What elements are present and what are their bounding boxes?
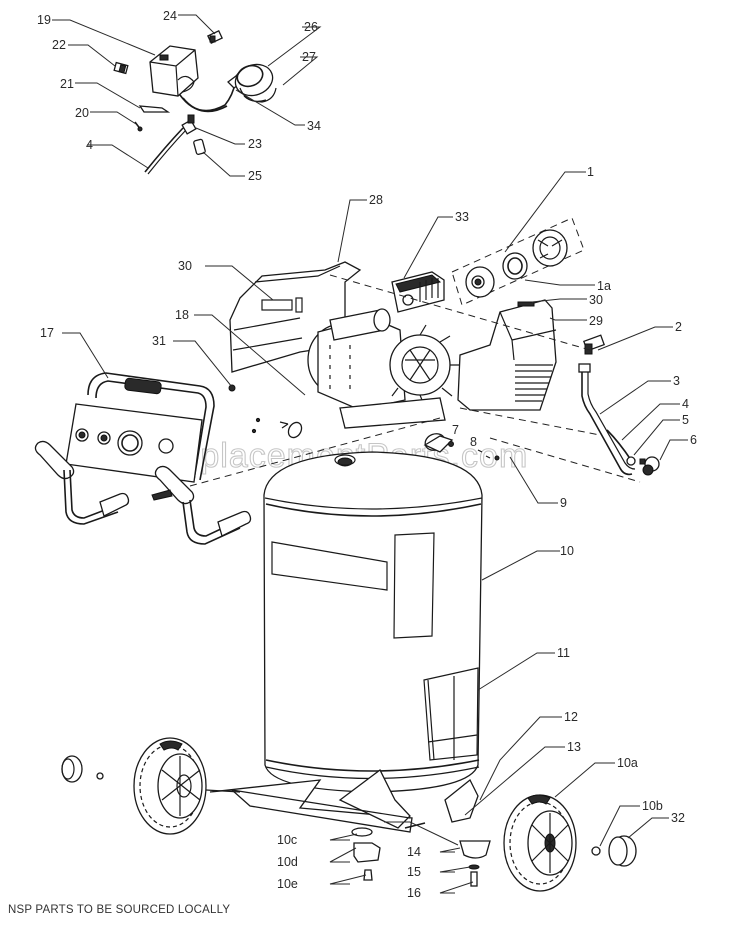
callout-12[interactable]: 12 bbox=[564, 710, 578, 724]
callout-5[interactable]: 5 bbox=[682, 413, 689, 427]
callout-10b[interactable]: 10b bbox=[642, 799, 663, 813]
pump-motor[interactable] bbox=[307, 271, 462, 429]
callout-4-right[interactable]: 4 bbox=[682, 397, 689, 411]
wheel-right[interactable] bbox=[503, 794, 577, 892]
callout-9[interactable]: 9 bbox=[560, 496, 567, 510]
callout-3[interactable]: 3 bbox=[673, 374, 680, 388]
callout-31[interactable]: 31 bbox=[152, 334, 166, 348]
washer-15 bbox=[468, 864, 480, 870]
drain-valve-10d[interactable] bbox=[353, 842, 381, 863]
nut-31 bbox=[228, 384, 236, 392]
callout-11[interactable]: 11 bbox=[557, 646, 570, 660]
callout-labels: 19 24 26 22 27 21 20 34 23 4 25 1 28 33 … bbox=[37, 9, 697, 900]
callout-19[interactable]: 19 bbox=[37, 13, 51, 27]
relief-valve bbox=[138, 105, 171, 113]
callout-13[interactable]: 13 bbox=[567, 740, 581, 754]
callout-17[interactable]: 17 bbox=[40, 326, 54, 340]
callout-10e[interactable]: 10e bbox=[277, 877, 298, 891]
air-filter[interactable] bbox=[231, 59, 277, 103]
callout-30-left[interactable]: 30 bbox=[178, 259, 192, 273]
footnote: NSP PARTS TO BE SOURCED LOCALLY bbox=[8, 904, 231, 916]
callout-29[interactable]: 29 bbox=[589, 314, 603, 328]
callout-32[interactable]: 32 bbox=[671, 811, 685, 825]
callout-1[interactable]: 1 bbox=[587, 165, 594, 179]
callout-15[interactable]: 15 bbox=[407, 865, 421, 879]
callout-20[interactable]: 20 bbox=[75, 106, 89, 120]
callout-24[interactable]: 24 bbox=[163, 9, 177, 23]
bolt-16 bbox=[470, 871, 478, 887]
leaders-top-left bbox=[52, 14, 322, 177]
leaders-main bbox=[62, 171, 688, 894]
callout-25[interactable]: 25 bbox=[248, 169, 262, 183]
wheel-left[interactable] bbox=[133, 737, 207, 835]
callout-30-right[interactable]: 30 bbox=[589, 293, 603, 307]
callout-21[interactable]: 21 bbox=[60, 77, 74, 91]
check-valve[interactable] bbox=[639, 456, 660, 476]
fitting-24 bbox=[207, 29, 223, 45]
rubber-foot-14 bbox=[459, 840, 491, 859]
callout-2[interactable]: 2 bbox=[675, 320, 682, 334]
callout-27[interactable]: 27 bbox=[302, 50, 316, 64]
tank[interactable] bbox=[263, 451, 483, 793]
callout-23[interactable]: 23 bbox=[248, 137, 262, 151]
callout-14[interactable]: 14 bbox=[407, 845, 421, 859]
washer-10b bbox=[591, 846, 601, 856]
callout-1a[interactable]: 1a bbox=[597, 279, 611, 293]
shroud-right[interactable] bbox=[457, 299, 557, 411]
callout-18[interactable]: 18 bbox=[175, 308, 189, 322]
callout-6[interactable]: 6 bbox=[690, 433, 697, 447]
fitting-25 bbox=[193, 138, 206, 155]
fitting-10e bbox=[363, 869, 373, 881]
fitting-22 bbox=[113, 61, 129, 75]
callout-33[interactable]: 33 bbox=[455, 210, 469, 224]
callout-7[interactable]: 7 bbox=[452, 423, 459, 437]
callout-10[interactable]: 10 bbox=[560, 544, 574, 558]
callout-34[interactable]: 34 bbox=[307, 119, 321, 133]
callout-16[interactable]: 16 bbox=[407, 886, 421, 900]
callout-8[interactable]: 8 bbox=[470, 435, 477, 449]
hubcap-right bbox=[608, 835, 637, 867]
callout-26[interactable]: 26 bbox=[304, 20, 318, 34]
callout-28[interactable]: 28 bbox=[369, 193, 383, 207]
tee-fitting bbox=[181, 114, 197, 135]
callout-10a[interactable]: 10a bbox=[617, 756, 638, 770]
hose-4 bbox=[144, 127, 184, 173]
callout-22[interactable]: 22 bbox=[52, 38, 66, 52]
discharge-tube[interactable] bbox=[581, 372, 633, 476]
elbow-fitting bbox=[582, 334, 606, 355]
callout-10d[interactable]: 10d bbox=[277, 855, 298, 869]
callout-10c[interactable]: 10c bbox=[277, 833, 297, 847]
pressure-switch[interactable] bbox=[149, 45, 199, 97]
handle-assembly[interactable] bbox=[34, 372, 252, 545]
hubcap-left bbox=[61, 755, 104, 783]
pressure-switch-group bbox=[113, 29, 277, 175]
kit-1[interactable] bbox=[451, 217, 585, 306]
callout-4-top[interactable]: 4 bbox=[86, 138, 93, 152]
